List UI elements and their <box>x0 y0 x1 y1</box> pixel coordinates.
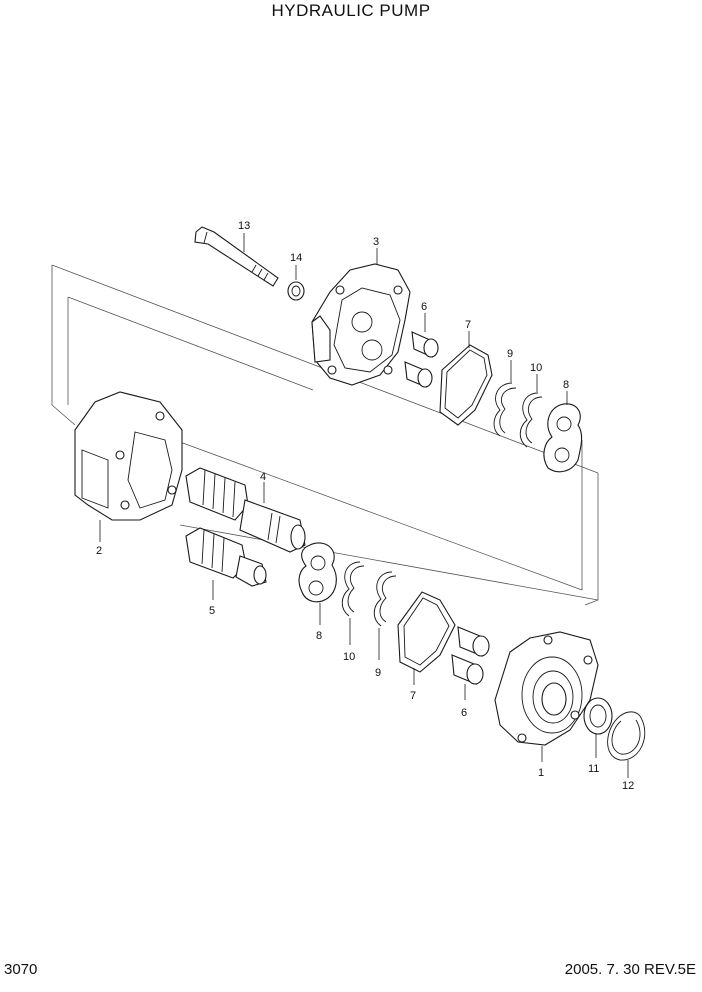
part-front-cover <box>494 631 599 746</box>
callout-7-lower: 7 <box>410 690 416 702</box>
part-driven-gear <box>185 527 267 587</box>
callout-10-upper: 10 <box>530 362 542 374</box>
part-drive-gear <box>185 467 306 553</box>
callout-4: 4 <box>260 471 266 483</box>
part-plate-upper <box>543 403 583 473</box>
part-bushing-upper-b <box>404 361 433 388</box>
page-number: 3070 <box>4 961 38 978</box>
part-bushing-lower-b <box>451 654 484 685</box>
callout-13: 13 <box>238 220 250 232</box>
part-rear-cover <box>311 263 411 386</box>
part-gasket-upper <box>439 344 493 426</box>
callout-7-upper: 7 <box>465 319 471 331</box>
callout-12: 12 <box>622 780 634 792</box>
callout-11: 11 <box>588 763 599 775</box>
part-bushing-upper-a <box>411 331 439 358</box>
part-snap-ring <box>607 711 646 761</box>
callout-6-upper: 6 <box>421 301 427 313</box>
callout-9-lower: 9 <box>375 667 381 679</box>
callout-2: 2 <box>96 545 102 557</box>
callout-14: 14 <box>290 252 302 264</box>
callout-5: 5 <box>209 605 215 617</box>
part-washer <box>287 281 305 301</box>
part-backup-ring-lower <box>341 561 365 617</box>
part-seal-lower <box>373 571 397 627</box>
part-plate-lower <box>298 542 337 603</box>
callout-8-upper: 8 <box>563 379 569 391</box>
part-gasket-lower <box>397 591 456 673</box>
callout-10-lower: 10 <box>343 651 355 663</box>
callout-6-lower: 6 <box>461 707 467 719</box>
callout-1: 1 <box>538 767 544 779</box>
callout-3: 3 <box>373 236 379 248</box>
part-backup-ring-upper <box>519 392 543 448</box>
part-oil-seal <box>583 697 613 735</box>
part-bushing-lower-a <box>457 626 490 657</box>
part-bolt <box>194 226 279 287</box>
revision-date: 2005. 7. 30 REV.5E <box>564 961 696 978</box>
page-title: HYDRAULIC PUMP <box>271 1 431 20</box>
callout-9-upper: 9 <box>507 348 513 360</box>
part-pump-body <box>74 391 183 521</box>
part-seal-upper <box>493 382 517 437</box>
callout-8-lower: 8 <box>316 630 322 642</box>
